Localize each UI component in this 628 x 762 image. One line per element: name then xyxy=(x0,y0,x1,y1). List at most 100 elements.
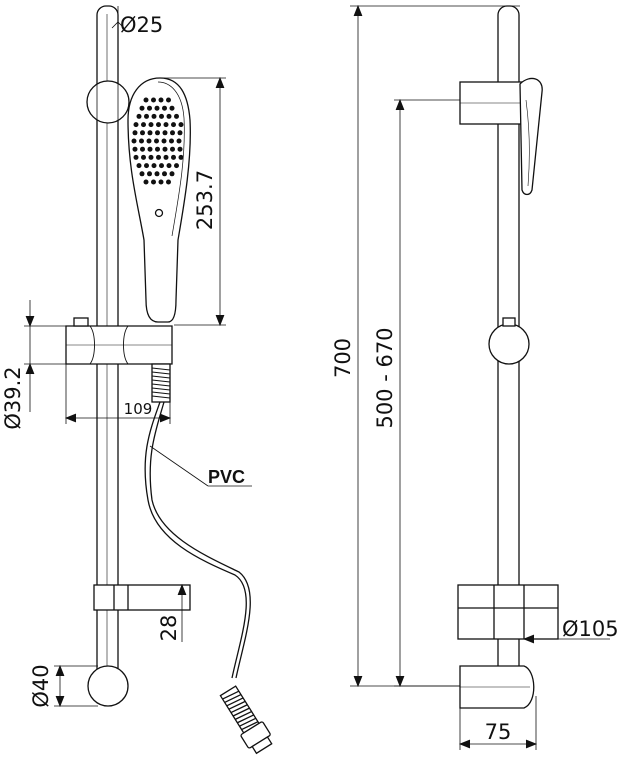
dim-bar-diameter xyxy=(111,6,125,38)
coil-line xyxy=(230,704,248,714)
nozzle-dot xyxy=(147,171,152,177)
dim-head-length xyxy=(162,76,226,327)
label-wall-offset: 75 xyxy=(485,720,512,744)
nozzle-dot xyxy=(146,138,152,144)
nozzle-dot xyxy=(166,163,172,169)
nozzle-dot xyxy=(170,146,175,152)
front-view xyxy=(24,5,273,755)
front-hand-shower xyxy=(127,77,191,323)
label-bracket-diameter: Ø40 xyxy=(29,664,53,707)
nozzle-dot xyxy=(139,171,145,177)
nozzle-dot xyxy=(176,138,182,144)
dim-adjust-range xyxy=(394,98,460,688)
hose-fitting xyxy=(219,685,273,755)
nozzle-dot xyxy=(136,113,142,119)
nozzle-dot xyxy=(144,113,149,119)
coil-line xyxy=(151,379,171,383)
label-bar-diameter: Ø25 xyxy=(120,13,163,37)
coil-line xyxy=(239,717,257,727)
nozzle-dot xyxy=(169,171,175,177)
nozzle-dot xyxy=(162,105,167,111)
nozzle-dot xyxy=(162,171,167,177)
nozzle-dot xyxy=(163,154,169,160)
nozzle-dot xyxy=(141,122,146,128)
coil-line xyxy=(151,375,171,379)
coil-line xyxy=(232,707,250,717)
dim-holder-diameter xyxy=(24,300,66,412)
nozzle-dot xyxy=(178,122,184,128)
nozzle-dot xyxy=(141,154,146,160)
nozzle-dot xyxy=(178,154,184,160)
dim-wall-offset xyxy=(458,696,538,750)
nozzle-dot xyxy=(151,97,156,103)
nozzle-dot xyxy=(171,122,176,128)
nozzle-dot xyxy=(166,179,171,185)
nozzle-dot xyxy=(170,130,175,136)
nozzle-dot xyxy=(161,138,167,144)
nozzle-dot xyxy=(151,113,157,119)
nozzle-dot xyxy=(133,122,139,128)
nozzle-dot xyxy=(148,122,154,128)
nozzle-dot xyxy=(155,146,160,152)
coil-line xyxy=(241,721,259,731)
nozzle-dot xyxy=(162,130,168,136)
nozzle-dot xyxy=(143,179,149,185)
coil-line xyxy=(228,700,246,710)
nozzle-dot xyxy=(136,163,142,169)
coil-line xyxy=(226,697,244,707)
label-holder-diameter: Ø39.2 xyxy=(1,366,25,429)
label-adjust-range: 500 - 670 xyxy=(373,327,397,428)
nozzle-dot xyxy=(147,146,153,152)
coil-line xyxy=(151,371,171,375)
nozzle-dot xyxy=(159,163,164,169)
nozzle-dot xyxy=(132,130,138,136)
label-material: PVC xyxy=(208,467,245,487)
coil-line xyxy=(224,693,242,704)
front-top-bracket xyxy=(86,80,130,124)
nozzle-dot xyxy=(143,97,149,103)
nozzle-dot xyxy=(166,113,172,119)
nozzle-dot xyxy=(139,105,145,111)
coil-line xyxy=(151,395,171,399)
coil-line xyxy=(237,714,254,724)
coil-line xyxy=(151,387,171,391)
nozzle-dot xyxy=(148,154,154,160)
label-soap-dish-width: Ø105 xyxy=(562,617,619,641)
label-total-height: 700 xyxy=(331,338,355,378)
nozzle-dot xyxy=(166,97,171,103)
pvc-leader xyxy=(149,445,252,487)
side-middle-bracket xyxy=(488,323,530,365)
label-holder-depth: 109 xyxy=(124,400,153,418)
side-hand-shower xyxy=(519,77,543,196)
front-soap-dish xyxy=(93,584,191,611)
dim-holder-depth xyxy=(64,364,172,424)
button-icon xyxy=(154,208,164,218)
nozzle-dot xyxy=(140,130,145,136)
nozzle-dot xyxy=(131,138,137,144)
nozzle-dot xyxy=(147,105,152,111)
coil-line xyxy=(222,690,240,700)
nozzle-dot xyxy=(139,138,144,144)
nozzle-dot xyxy=(158,179,164,185)
nozzle-dot xyxy=(147,130,153,136)
coil-line xyxy=(151,367,171,371)
nozzle-dot xyxy=(171,154,176,160)
nozzle-dot xyxy=(158,97,164,103)
spray-nozzles xyxy=(131,97,184,185)
nozzle-dot xyxy=(151,163,157,169)
coil-line xyxy=(234,710,252,720)
nozzle-dot xyxy=(162,146,168,152)
coil-line xyxy=(151,391,171,395)
nozzle-dot xyxy=(144,163,149,169)
nozzle-dot xyxy=(169,138,174,144)
label-soap-dish-height: 28 xyxy=(157,615,181,642)
side-soap-dish xyxy=(457,584,559,640)
nozzle-dot xyxy=(156,122,161,128)
nozzle-dot xyxy=(163,122,169,128)
front-bottom-bracket xyxy=(87,665,129,707)
nozzle-dot xyxy=(154,105,160,111)
nozzle-dot xyxy=(174,113,179,119)
side-view xyxy=(350,4,610,750)
nozzle-dot xyxy=(159,113,164,119)
